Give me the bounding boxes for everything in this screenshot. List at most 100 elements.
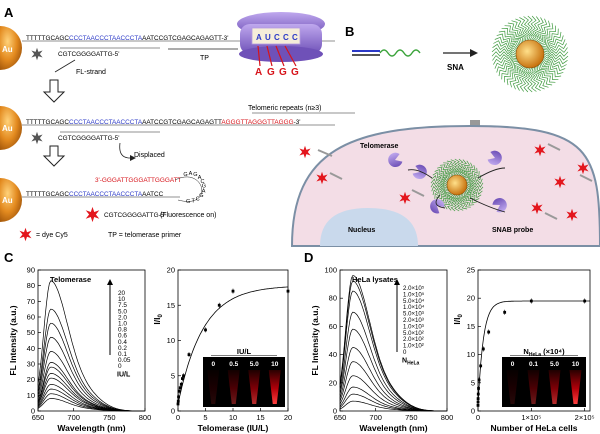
fl-strand-icon xyxy=(411,189,425,197)
spectrum-line xyxy=(339,375,447,412)
plot-frame xyxy=(339,269,448,412)
dna-strand xyxy=(454,158,460,176)
concentration-label: 5.0 xyxy=(118,308,127,315)
fl-strand-icon xyxy=(547,143,561,151)
arrowhead xyxy=(470,49,478,57)
dna-strand xyxy=(543,51,569,57)
data-point xyxy=(477,378,481,382)
dna-strand xyxy=(466,186,483,195)
data-point xyxy=(176,402,180,406)
data-point xyxy=(217,303,221,307)
dna-strand xyxy=(523,16,531,41)
panel-label-d: D xyxy=(304,250,313,265)
dna-strand xyxy=(535,18,548,42)
data-point xyxy=(177,395,180,399)
dna-strand xyxy=(493,40,518,50)
concentration-label: 1.0 xyxy=(118,321,127,328)
y-tick-label: 20 xyxy=(27,375,35,384)
unit-label: NHeLa xyxy=(402,357,420,366)
y-tick-label: 5 xyxy=(471,378,475,387)
dna-strand xyxy=(543,43,567,53)
data-point xyxy=(177,389,181,393)
nucleus xyxy=(320,208,418,246)
tp-label: TP xyxy=(200,55,209,62)
y-axis-label: FL Intensity (a.u.) xyxy=(8,305,18,375)
pairing-line xyxy=(266,45,273,67)
y-axis-label: I/I0 xyxy=(452,313,464,324)
x-tick-label: 20 xyxy=(284,413,292,422)
tube-icon xyxy=(207,370,220,404)
rna-letter: A xyxy=(256,33,262,42)
hairpin-letter: G xyxy=(186,199,190,205)
unit-subscript: HeLa xyxy=(407,360,419,366)
dna-strand xyxy=(541,61,564,75)
gold-core xyxy=(446,174,468,196)
y-tick-label: 80 xyxy=(27,281,35,290)
unit-label: IU/L xyxy=(117,371,131,378)
spectrum-line xyxy=(37,322,145,412)
hairpin-letter: G xyxy=(193,172,197,178)
inset-label: 5.0 xyxy=(550,361,559,368)
y-tick-label: 5 xyxy=(171,371,175,380)
tube-icon xyxy=(548,370,561,404)
dna-strand xyxy=(463,192,477,204)
data-point xyxy=(179,382,183,386)
dna-strand xyxy=(540,28,559,46)
spectrum-line xyxy=(339,328,447,412)
cleavage-arrow xyxy=(435,194,446,209)
inset-label: 10 xyxy=(271,361,279,368)
concentration-label: 0.2 xyxy=(118,345,127,352)
dna-strand xyxy=(504,63,521,83)
dna-strand xyxy=(465,167,478,180)
hairpin-letter: G xyxy=(183,172,187,178)
data-point xyxy=(476,400,480,404)
hairpin-letter: G xyxy=(202,184,206,190)
dna-strand xyxy=(506,64,522,86)
y-tick-label: 90 xyxy=(27,266,35,275)
dna-strand xyxy=(539,25,556,45)
concentration-label: 0 xyxy=(118,363,122,370)
data-point xyxy=(204,328,207,332)
sna-nanoparticle xyxy=(491,15,569,93)
data-point xyxy=(487,330,491,334)
rna-letter: C xyxy=(283,33,289,42)
dna-strand xyxy=(498,30,520,46)
x-tick-label: 2×10⁵ xyxy=(575,413,595,422)
displaced-label: Displaced xyxy=(134,152,165,159)
concentration-label: 2.0 xyxy=(118,314,127,321)
concentration-label: 0.4 xyxy=(118,339,127,346)
dna-strand xyxy=(540,62,562,78)
concentration-label: 10 xyxy=(118,296,126,303)
y-tick-label: 20 xyxy=(329,378,337,387)
sequence-middle: TTTTTGCAGCCCCTAACCCTAACCCTAAATCCGTCGAGCA… xyxy=(26,119,301,126)
inset-label: 5.0 xyxy=(250,361,259,368)
dna-strand xyxy=(538,64,556,83)
inset-title: IU/L xyxy=(237,347,252,356)
dna-strand xyxy=(533,67,545,90)
sequence-top: TTTTTGCAGCCCCTAACCCTAACCCTAAATCCGTCGAGCA… xyxy=(26,35,228,42)
dna-strand xyxy=(509,65,523,88)
x-tick-label: 700 xyxy=(369,413,382,422)
dna-strand xyxy=(543,56,568,65)
dna-strand xyxy=(507,22,523,43)
concentration-label: 20 xyxy=(118,290,126,297)
dna-strand xyxy=(432,171,449,181)
gold-label: Au xyxy=(2,45,13,54)
x-tick-label: 15 xyxy=(256,413,264,422)
dna-strand xyxy=(447,194,456,211)
fl-strand-icon xyxy=(317,149,333,157)
dna-strand xyxy=(443,162,454,177)
dna-strand xyxy=(466,182,484,188)
dna-strand xyxy=(527,15,533,41)
dna-strand xyxy=(531,67,541,91)
data-point xyxy=(231,289,235,293)
dna-strand xyxy=(456,194,464,211)
x-tick-label: 750 xyxy=(103,413,116,422)
tube-icon xyxy=(248,370,261,404)
dna-strand xyxy=(512,66,525,90)
fl-strand-label: FL-strand xyxy=(76,69,106,76)
product-letter: G xyxy=(279,67,287,78)
